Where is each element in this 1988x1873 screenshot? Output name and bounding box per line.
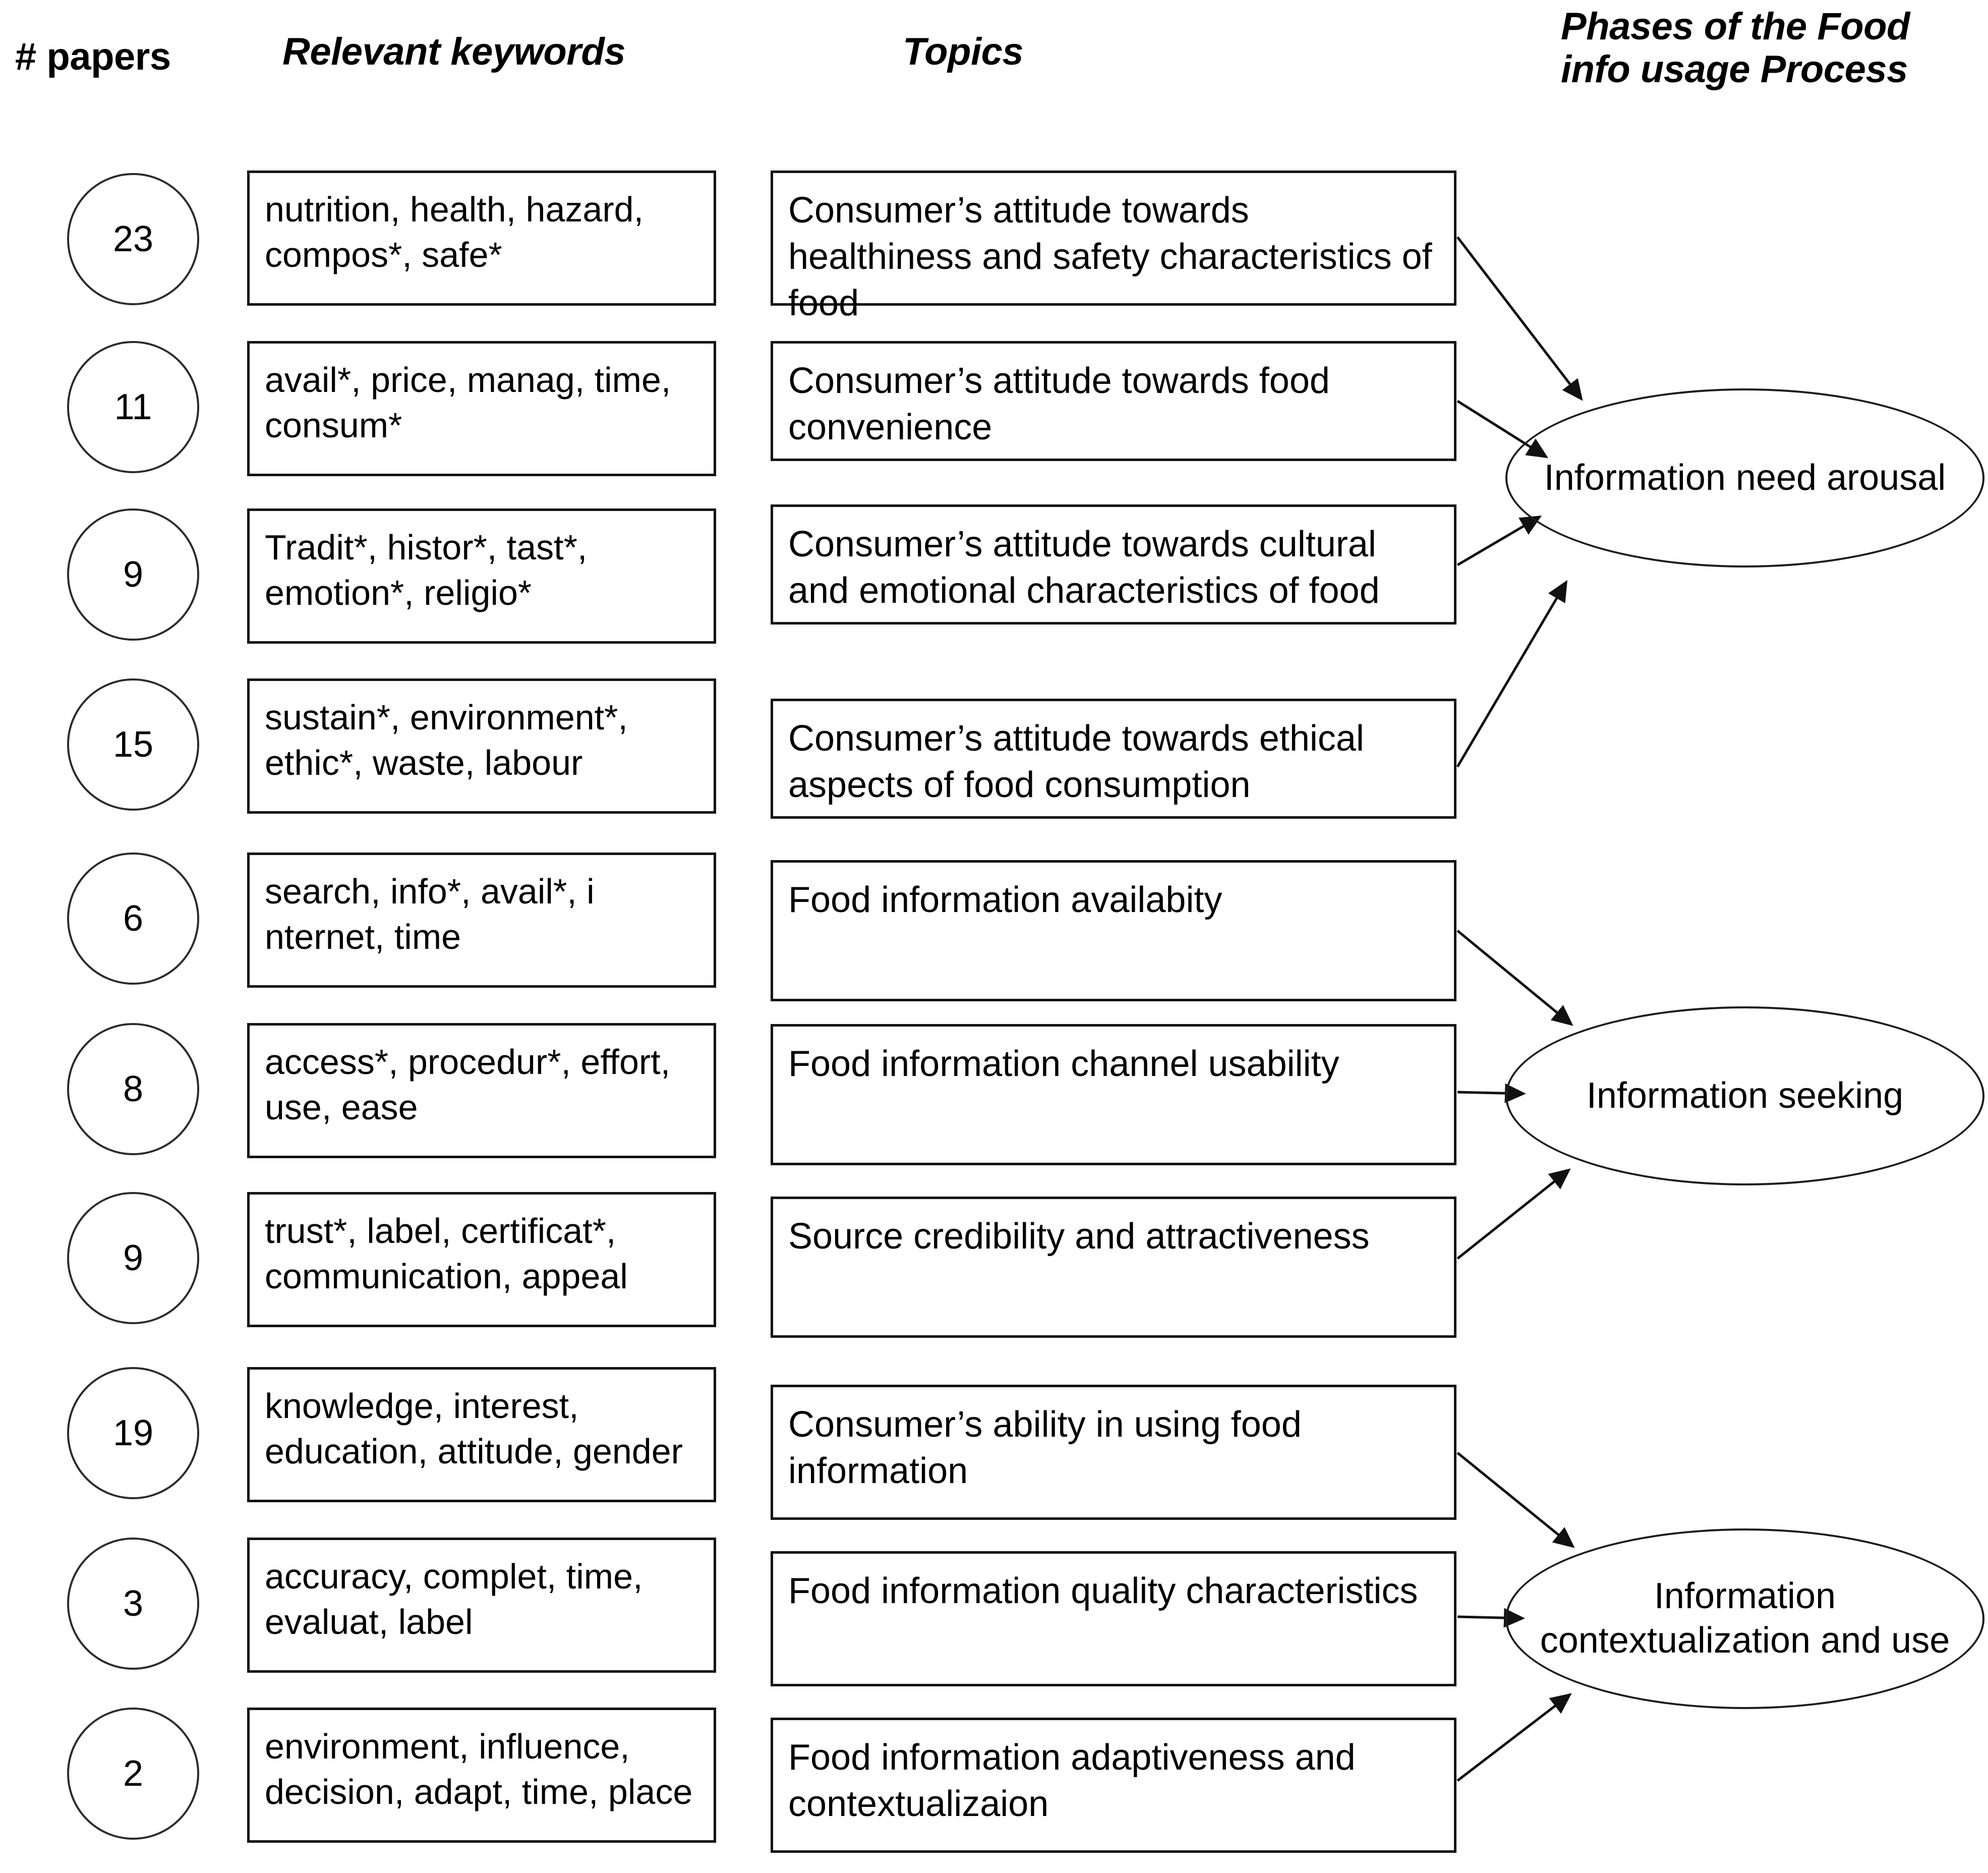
keyword-text: avail*, price, manag, time, consum* — [265, 360, 671, 445]
topic-text: Food information quality characteristics — [788, 1571, 1418, 1611]
phase-label: Information need arousal — [1544, 457, 1946, 498]
topic-box: Consumer’s attitude towards food conveni… — [771, 341, 1456, 461]
arrow-row-7-to-phase-2 — [1456, 1168, 1571, 1260]
topic-text: Consumer’s attitude towards cultural and… — [788, 524, 1380, 611]
topic-text: Food information availabity — [788, 880, 1222, 920]
paper-count-value: 15 — [112, 724, 154, 765]
keyword-box: accuracy, complet, time, evaluat, label — [247, 1538, 716, 1673]
paper-count-circle: 3 — [67, 1538, 199, 1670]
keyword-text: search, info*, avail*, i nternet, time — [265, 872, 595, 956]
paper-count-value: 2 — [123, 1753, 144, 1794]
column-header-phases: Phases of the Food info usage Process — [1561, 5, 1910, 91]
topic-text: Consumer’s ability in using food informa… — [788, 1404, 1302, 1492]
keyword-box: environment, influence, decision, adapt,… — [247, 1708, 716, 1843]
keyword-box: Tradit*, histor*, tast*, emotion*, relig… — [247, 508, 716, 644]
keyword-box: knowledge, interest, education, attitude… — [247, 1367, 716, 1502]
keyword-text: access*, procedur*, effort, use, ease — [265, 1042, 671, 1127]
column-header-topics: Topics — [903, 30, 1024, 73]
keyword-text: nutrition, health, hazard, compos*, safe… — [265, 190, 644, 274]
paper-count-circle: 9 — [67, 508, 199, 641]
arrow-row-5-to-phase-2 — [1456, 930, 1573, 1026]
paper-count-circle: 23 — [67, 173, 199, 305]
paper-count-value: 3 — [123, 1583, 144, 1624]
phase-ellipse-information-seeking: Information seeking — [1505, 1006, 1984, 1185]
keyword-text: sustain*, environment*, ethic*, waste, l… — [265, 698, 628, 782]
column-header-keywords: Relevant keywords — [282, 30, 626, 73]
keyword-text: Tradit*, histor*, tast*, emotion*, relig… — [265, 528, 588, 612]
keyword-box: sustain*, environment*, ethic*, waste, l… — [247, 678, 716, 814]
paper-count-value: 23 — [112, 219, 154, 259]
topic-box: Food information channel usability — [771, 1024, 1456, 1165]
paper-count-circle: 19 — [67, 1367, 199, 1499]
paper-count-circle: 11 — [67, 341, 199, 473]
phase-ellipse-need-arousal: Information need arousal — [1505, 388, 1984, 567]
topic-text: Consumer’s attitude towards ethical aspe… — [788, 718, 1364, 806]
keyword-text: knowledge, interest, education, attitude… — [265, 1386, 683, 1471]
arrow-row-1-to-phase-1 — [1456, 236, 1583, 401]
topic-box: Source credibility and attractiveness — [771, 1197, 1456, 1338]
keyword-text: environment, influence, decision, adapt,… — [265, 1727, 693, 1811]
paper-count-value: 8 — [123, 1069, 144, 1109]
paper-count-value: 19 — [112, 1413, 154, 1453]
keyword-box: access*, procedur*, effort, use, ease — [247, 1023, 716, 1158]
topic-box: Consumer’s ability in using food informa… — [771, 1385, 1456, 1520]
keyword-text: trust*, label, certificat*, communicatio… — [265, 1211, 628, 1296]
topic-box: Food information availabity — [771, 860, 1456, 1001]
paper-count-circle: 9 — [67, 1192, 199, 1324]
phase-label: Information contextualization and use — [1540, 1576, 1950, 1661]
topic-box: Food information quality characteristics — [771, 1551, 1456, 1686]
paper-count-circle: 8 — [67, 1023, 199, 1155]
topic-box: Food information adaptiveness and contex… — [771, 1718, 1456, 1853]
keyword-box: avail*, price, manag, time, consum* — [247, 341, 716, 476]
paper-count-value: 11 — [114, 387, 152, 427]
keyword-box: nutrition, health, hazard, compos*, safe… — [247, 171, 716, 306]
topic-box: Consumer’s attitude towards cultural and… — [771, 504, 1456, 625]
arrow-row-4-to-phase-1 — [1456, 580, 1568, 768]
arrow-row-8-to-phase-3 — [1456, 1452, 1575, 1548]
phase-ellipse-contextualization: Information contextualization and use — [1505, 1528, 1984, 1709]
arrow-row-3-to-phase-1 — [1456, 515, 1542, 566]
column-header-papers: # papers — [15, 35, 171, 78]
topic-text: Food information adaptiveness and contex… — [788, 1737, 1356, 1825]
paper-count-circle: 2 — [67, 1708, 199, 1840]
keyword-text: accuracy, complet, time, evaluat, label — [265, 1557, 643, 1641]
topic-text: Consumer’s attitude towards healthiness … — [788, 190, 1432, 324]
topic-text: Consumer’s attitude towards food conveni… — [788, 361, 1330, 448]
paper-count-value: 9 — [123, 1238, 144, 1278]
keyword-box: search, info*, avail*, i nternet, time — [247, 853, 716, 988]
phase-label: Information seeking — [1586, 1075, 1904, 1116]
topic-text: Food information channel usability — [788, 1044, 1339, 1084]
topic-box: Consumer’s attitude towards healthiness … — [771, 171, 1456, 323]
topic-text: Source credibility and attractiveness — [788, 1216, 1370, 1257]
topic-box: Consumer’s attitude towards ethical aspe… — [771, 699, 1456, 819]
paper-count-circle: 6 — [67, 853, 199, 985]
paper-count-circle: 15 — [67, 678, 199, 811]
paper-count-value: 9 — [123, 554, 144, 595]
keyword-box: trust*, label, certificat*, communicatio… — [247, 1192, 716, 1327]
arrow-row-10-to-phase-3 — [1456, 1693, 1572, 1782]
paper-count-value: 6 — [123, 898, 144, 939]
